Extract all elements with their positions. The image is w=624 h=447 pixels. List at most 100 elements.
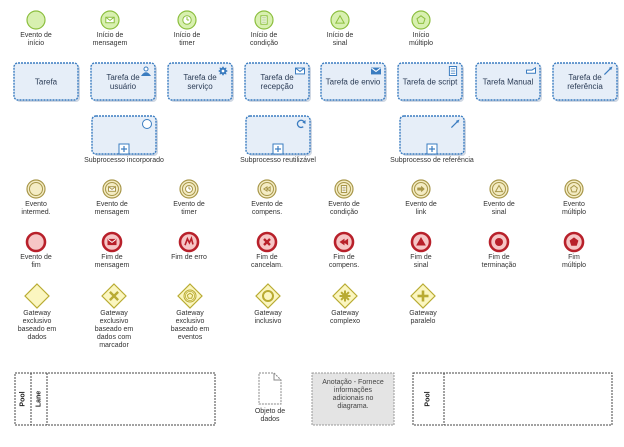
intermediate-event[interactable] (179, 179, 199, 199)
task[interactable] (167, 62, 234, 102)
inclusive-icon (262, 290, 274, 302)
task-label: Tarefa Manual (482, 77, 534, 86)
start-event[interactable] (411, 10, 431, 30)
gateway[interactable] (410, 283, 436, 309)
gateway[interactable] (24, 283, 50, 309)
start-event[interactable] (100, 10, 120, 30)
start-event[interactable] (26, 10, 46, 30)
intermediate-event[interactable] (489, 179, 509, 199)
intermediate-event[interactable] (564, 179, 584, 199)
cross-icon (263, 238, 271, 246)
data-object[interactable] (258, 372, 282, 405)
intermediate-event[interactable] (257, 179, 277, 199)
gateway[interactable] (101, 283, 127, 309)
intermediate-event-inner (414, 182, 428, 196)
intermediate-event-inner (182, 182, 196, 196)
signal-icon (334, 14, 346, 24)
intermediate-event-inner (567, 182, 581, 196)
annotation-box (311, 372, 395, 426)
end-event[interactable] (101, 231, 123, 253)
reference-arrow-icon (603, 67, 612, 76)
pool-with-lane[interactable] (14, 372, 216, 426)
gateway[interactable] (255, 283, 281, 309)
end-event[interactable] (488, 231, 510, 253)
pool[interactable] (412, 372, 613, 426)
pool-border (14, 372, 216, 426)
subprocess[interactable] (91, 115, 158, 156)
start-event-label: Início de condição (249, 32, 279, 47)
cross-icon (109, 291, 119, 301)
task-label: Tarefa de envio (325, 77, 381, 86)
compensation-icon (343, 238, 349, 246)
end-event[interactable] (410, 231, 432, 253)
task-box (244, 62, 310, 101)
terminate-icon (495, 238, 503, 246)
intermediate-event-label: Evento de mensagem (94, 201, 130, 216)
gateway-diamond (255, 283, 281, 309)
reusable-icon (296, 119, 306, 129)
end-event[interactable] (333, 231, 355, 253)
start-event-circle (411, 10, 431, 30)
envelope-flap-icon (295, 67, 305, 73)
user-icon (143, 66, 149, 72)
start-event[interactable] (254, 10, 274, 30)
intermediate-event[interactable] (26, 179, 46, 199)
start-event-circle (26, 10, 46, 30)
gateway-label: Gateway exclusivo baseado em dados (17, 310, 57, 341)
task-label: Tarefa de recepção (260, 72, 294, 91)
start-event[interactable] (177, 10, 197, 30)
gateway-label: Gateway exclusivo baseado em eventos (170, 310, 210, 341)
text-annotation[interactable] (311, 372, 395, 426)
subprocess[interactable] (399, 115, 466, 156)
error-icon (184, 236, 194, 246)
end-event[interactable] (563, 231, 585, 253)
multiple-icon (186, 292, 194, 299)
task[interactable] (397, 62, 464, 102)
intermediate-event-label: Evento de compens. (251, 201, 283, 216)
subprocess[interactable] (245, 115, 312, 156)
intermediate-event-label: Evento de timer (173, 201, 205, 216)
event-gateway-ring (184, 290, 195, 301)
gateway[interactable] (332, 283, 358, 309)
annotation-text: Anotação - Fornece informações adicionai… (322, 379, 384, 410)
start-event-label: Início de sinal (326, 32, 354, 47)
intermediate-event[interactable] (334, 179, 354, 199)
embedded-icon (142, 119, 152, 129)
event-gateway-ring (183, 289, 197, 303)
lane-label: Lane (35, 390, 43, 408)
intermediate-event[interactable] (411, 179, 431, 199)
gateway[interactable] (177, 283, 203, 309)
task-label: Tarefa de referência (567, 72, 603, 91)
reference-arrow-icon (450, 120, 459, 129)
start-event-label: Início de mensagem (92, 32, 128, 47)
task-box (167, 62, 233, 101)
end-event[interactable] (178, 231, 200, 253)
end-event[interactable] (25, 231, 47, 253)
task[interactable] (244, 62, 311, 102)
end-event-label: Fim de compens. (328, 254, 360, 269)
end-event-label: Fim de sinal (410, 254, 432, 269)
task-box (397, 62, 463, 101)
pool-label: Pool (19, 391, 27, 407)
end-event[interactable] (256, 231, 278, 253)
intermediate-event-inner (492, 182, 506, 196)
gateway-label: Gateway inclusivo (254, 310, 282, 325)
task[interactable] (552, 62, 619, 102)
intermediate-event-label: Evento de sinal (483, 201, 515, 216)
multiple-icon (570, 184, 578, 193)
intermediate-event-label: Evento múltiplo (561, 201, 587, 216)
start-event[interactable] (330, 10, 350, 30)
envelope-flap-icon (105, 16, 115, 22)
task[interactable] (475, 62, 542, 102)
intermediate-event[interactable] (102, 179, 122, 199)
task[interactable] (90, 62, 157, 102)
gateway-label: Gateway paralelo (409, 310, 437, 325)
task[interactable] (13, 62, 80, 102)
compensation-icon (266, 185, 271, 193)
reusable-arrow-icon (302, 119, 306, 124)
subprocess-label: Subprocesso de referência (390, 157, 474, 164)
task-label: Tarefa de script (402, 77, 458, 86)
user-body-icon (140, 72, 152, 76)
task[interactable] (320, 62, 387, 102)
link-arrow-icon (417, 185, 425, 193)
